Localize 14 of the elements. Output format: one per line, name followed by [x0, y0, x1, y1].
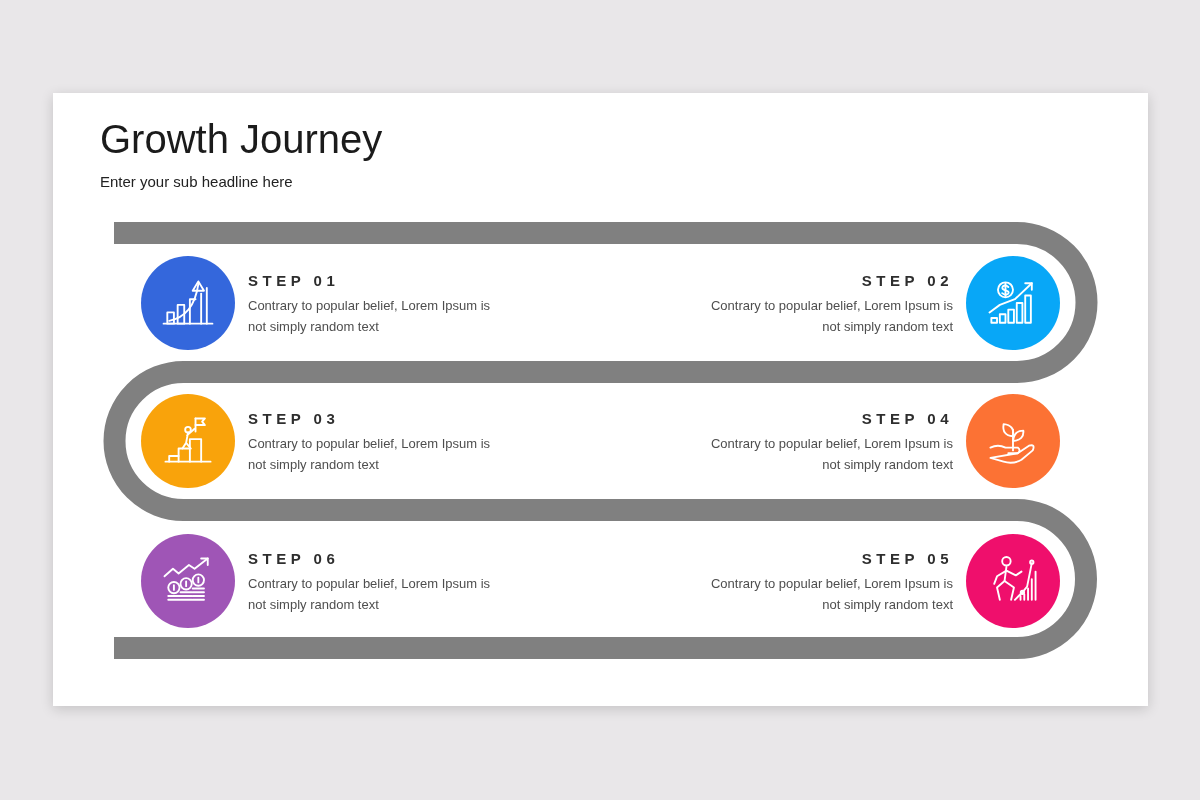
slide-title: Growth Journey [100, 116, 383, 162]
step-heading: STEP 06 [248, 550, 340, 568]
step-description: Contrary to popular belief, Lorem Ipsum is not simply random text [709, 575, 953, 614]
step-heading: STEP 05 [861, 550, 953, 568]
step-description: Contrary to popular belief, Lorem Ipsum is not simply random text [709, 297, 953, 336]
step-description: Contrary to popular belief, Lorem Ipsum is not simply random text [248, 575, 492, 614]
subtitle: Enter your sub headline here [100, 172, 293, 192]
step-heading: STEP 03 [248, 410, 340, 428]
step-heading: STEP 04 [861, 410, 953, 428]
step-heading: STEP 02 [861, 272, 953, 290]
step-description: Contrary to popular belief, Lorem Ipsum is not simply random text [709, 435, 953, 474]
step-description: Contrary to popular belief, Lorem Ipsum is not simply random text [248, 297, 492, 336]
step-heading: STEP 01 [248, 272, 340, 290]
step-description: Contrary to popular belief, Lorem Ipsum is not simply random text [248, 435, 492, 474]
